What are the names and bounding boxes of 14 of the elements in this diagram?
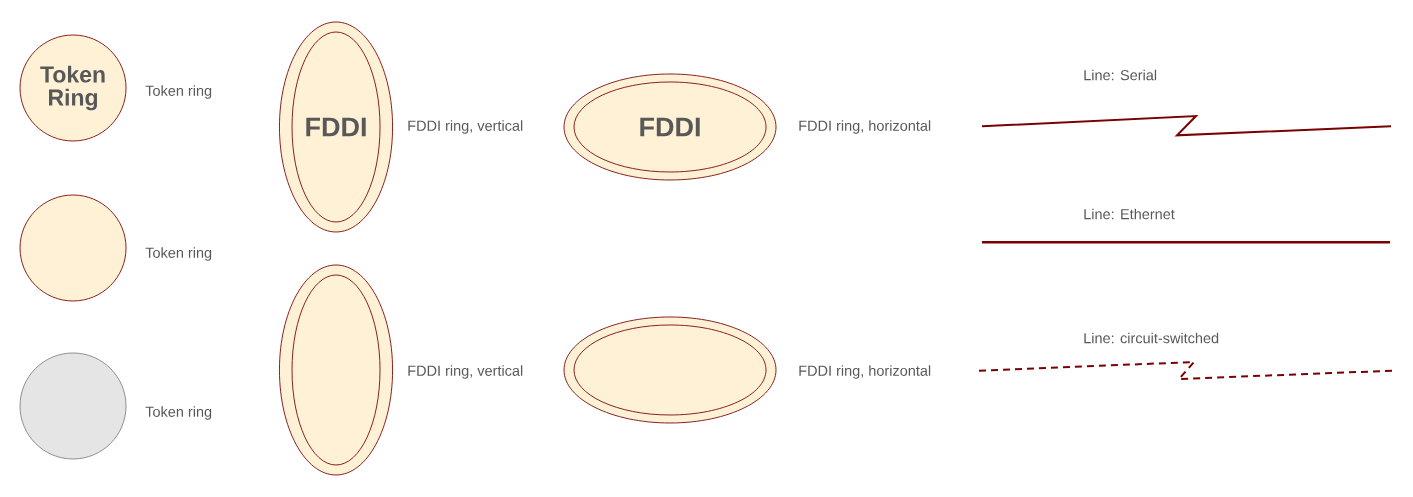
shape-caption: FDDI ring, vertical xyxy=(408,120,523,134)
ring-circle xyxy=(19,352,127,460)
shape-caption: FDDI ring, vertical xyxy=(408,365,523,379)
shape-caption: FDDI ring, horizontal xyxy=(799,365,931,379)
shape-caption: Token ring xyxy=(145,406,212,420)
shape-caption: Token ring xyxy=(145,247,212,261)
shape-caption: Token ring xyxy=(145,85,212,99)
ring-circle xyxy=(19,194,127,302)
double-ellipse xyxy=(279,264,394,476)
shape-caption: FDDI ring, horizontal xyxy=(799,120,931,134)
line-caption: Line: Ethernet xyxy=(1084,208,1175,220)
line-caption: Line: circuit-switched xyxy=(1084,332,1219,344)
line-caption: Line: Serial xyxy=(1084,69,1157,81)
double-ellipse xyxy=(563,316,777,424)
